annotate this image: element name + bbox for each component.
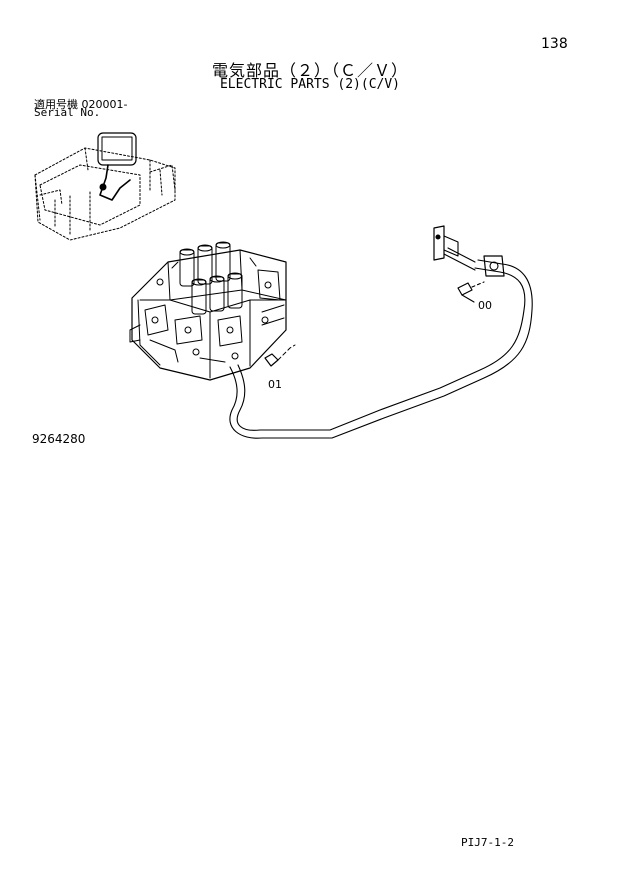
footer-page-code: PIJ7-1-2: [461, 836, 514, 849]
wire-harness: [230, 226, 532, 438]
callout-00: 00: [478, 299, 492, 312]
page-number: 138: [541, 36, 568, 52]
serial-applicability-label: 適用号機 020001-: [34, 98, 128, 111]
page-title-english: ELECTRIC PARTS (2)(C/V): [219, 77, 400, 92]
callout-01: 01: [268, 378, 282, 391]
page-title-japanese: 電気部品（２）（Ｃ／Ｖ）: [211, 61, 408, 80]
serial-number-label: Serial No.: [34, 106, 101, 119]
drawing-reference-number: 9264280: [32, 432, 86, 446]
control-valve-assembly: [130, 242, 295, 380]
machine-locator-thumbnail: [35, 133, 175, 240]
